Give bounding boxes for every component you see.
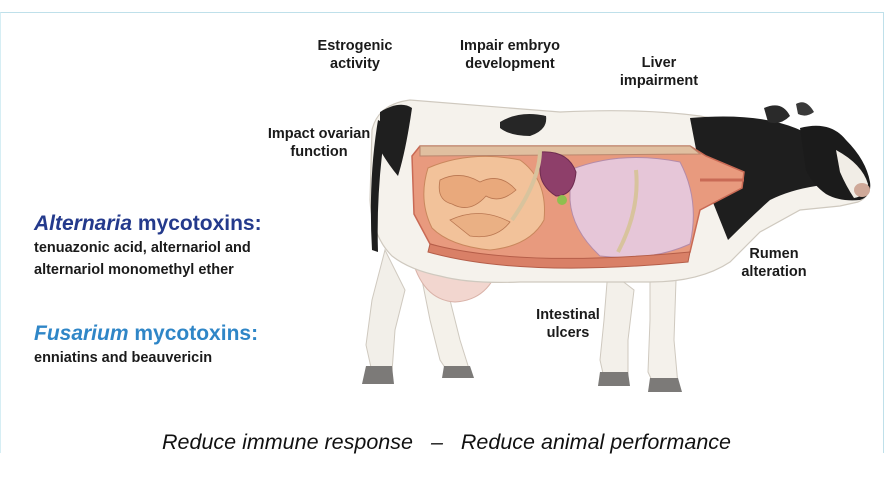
fusarium-genus: Fusarium bbox=[34, 322, 129, 345]
fusarium-compounds: enniatins and beauvericin bbox=[34, 347, 294, 369]
alternaria-mycotoxins-word: mycotoxins: bbox=[138, 212, 262, 235]
footer-caption: Reduce immune response – Reduce animal p… bbox=[0, 430, 893, 455]
alternaria-heading: Alternaria mycotoxins: bbox=[34, 212, 262, 236]
alternaria-genus: Alternaria bbox=[34, 212, 132, 235]
rumen bbox=[570, 158, 693, 258]
alternaria-compounds: tenuazonic acid, alternariol and alterna… bbox=[34, 237, 294, 281]
cow-ear bbox=[764, 105, 790, 123]
fusarium-heading: Fusarium mycotoxins: bbox=[34, 322, 258, 346]
footer-left: Reduce immune response bbox=[162, 430, 413, 455]
fusarium-mycotoxins-word: mycotoxins: bbox=[134, 322, 258, 345]
footer-right: Reduce animal performance bbox=[461, 430, 731, 455]
footer-dash: – bbox=[431, 430, 443, 455]
